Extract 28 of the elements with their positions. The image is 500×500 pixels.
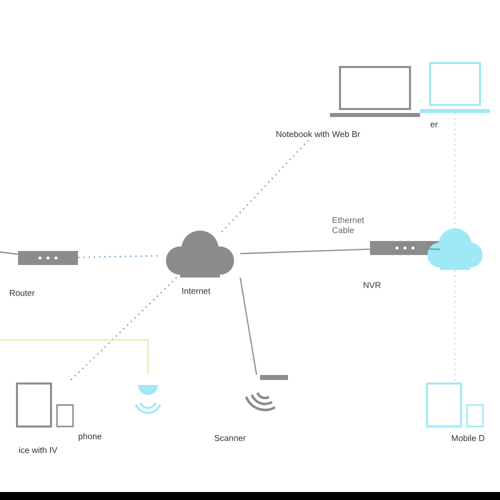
node-label: Router (10, 290, 35, 296)
cloud-drawing (428, 228, 482, 270)
tablet-drawing: phone ice with IV (16, 382, 102, 454)
connector (78, 255, 160, 258)
router-drawing: Router (10, 251, 78, 296)
connector (0, 251, 18, 255)
cloud-drawing: Internet (166, 230, 234, 294)
laptop-drawing: Notebook with Web Br (276, 66, 420, 138)
node-label: phone (78, 433, 102, 441)
connector (68, 277, 178, 383)
node-label: NVR (364, 282, 381, 288)
node-label: ice with IV (19, 446, 58, 454)
connector (220, 140, 309, 233)
node-label: Internet (182, 288, 210, 294)
edge-label: Ethernet Cable (331, 216, 373, 234)
node-label: Notebook with Web Br (276, 130, 360, 138)
connector (454, 270, 456, 382)
connector (240, 248, 370, 254)
connector (454, 113, 456, 230)
connector (240, 278, 258, 375)
node-label: Scanner (214, 434, 246, 442)
node-label: er (430, 122, 438, 128)
scanner-drawing: Scanner (214, 375, 288, 441)
connector (0, 339, 149, 375)
laptop-drawing: er (420, 62, 490, 128)
node-label: Mobile D (452, 434, 484, 442)
camera-drawing (134, 385, 162, 414)
tablet-drawing: Mobile D (426, 382, 484, 442)
